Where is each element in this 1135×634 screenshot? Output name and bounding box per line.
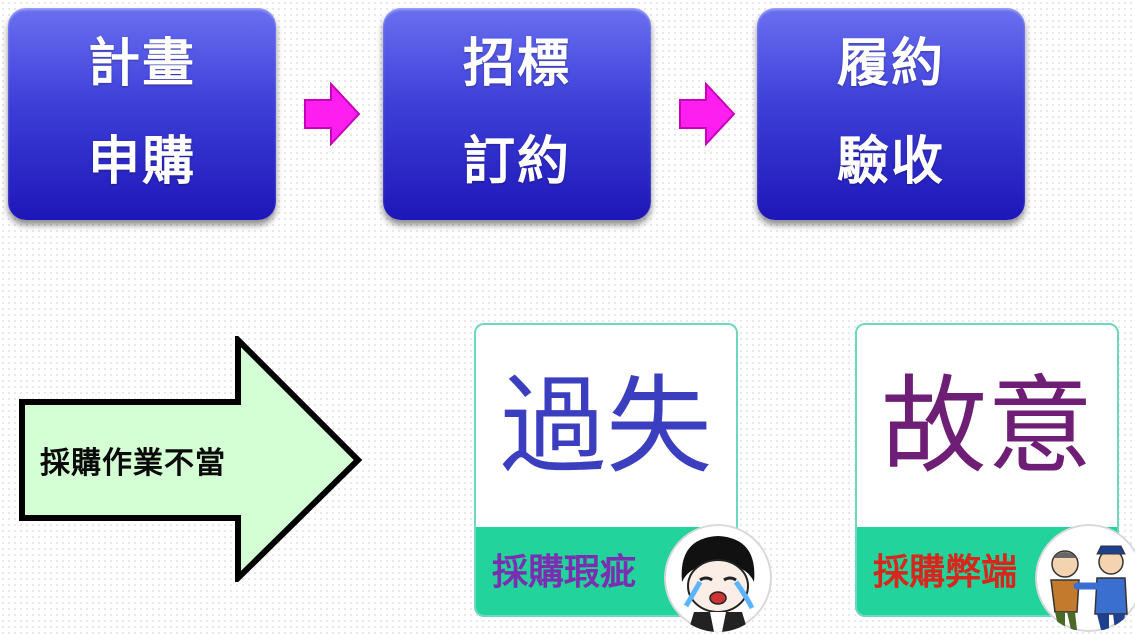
outcome-title: 過失 [500,365,712,488]
outcome-subtitle: 採購弊端 [873,552,1018,593]
outcome-title: 故意 [881,365,1093,488]
flow-arrow-icon [679,82,736,146]
flow-step-line2: 申購 [87,132,196,192]
flow-step-line2: 驗收 [836,132,945,192]
flow-step-line1: 履約 [836,34,945,94]
outcome-card-negligence: 過失 採購瑕疵 [474,323,738,617]
big-right-arrow-icon [19,336,362,582]
outcome-subtitle: 採購瑕疵 [492,552,637,593]
police-arrest-icon [1035,524,1135,632]
flow-step-tender: 招標 訂約 [383,8,651,220]
flow-step-plan: 計畫 申購 [8,8,276,220]
flow-step-line1: 招標 [462,34,571,94]
flow-step-acceptance: 履約 驗收 [757,8,1025,220]
crying-cartoon-icon [664,524,772,632]
flow-step-line1: 計畫 [87,34,196,94]
flow-arrow-icon [304,82,361,146]
flow-step-line2: 訂約 [462,132,571,192]
cause-label: 採購作業不當 [40,446,226,481]
